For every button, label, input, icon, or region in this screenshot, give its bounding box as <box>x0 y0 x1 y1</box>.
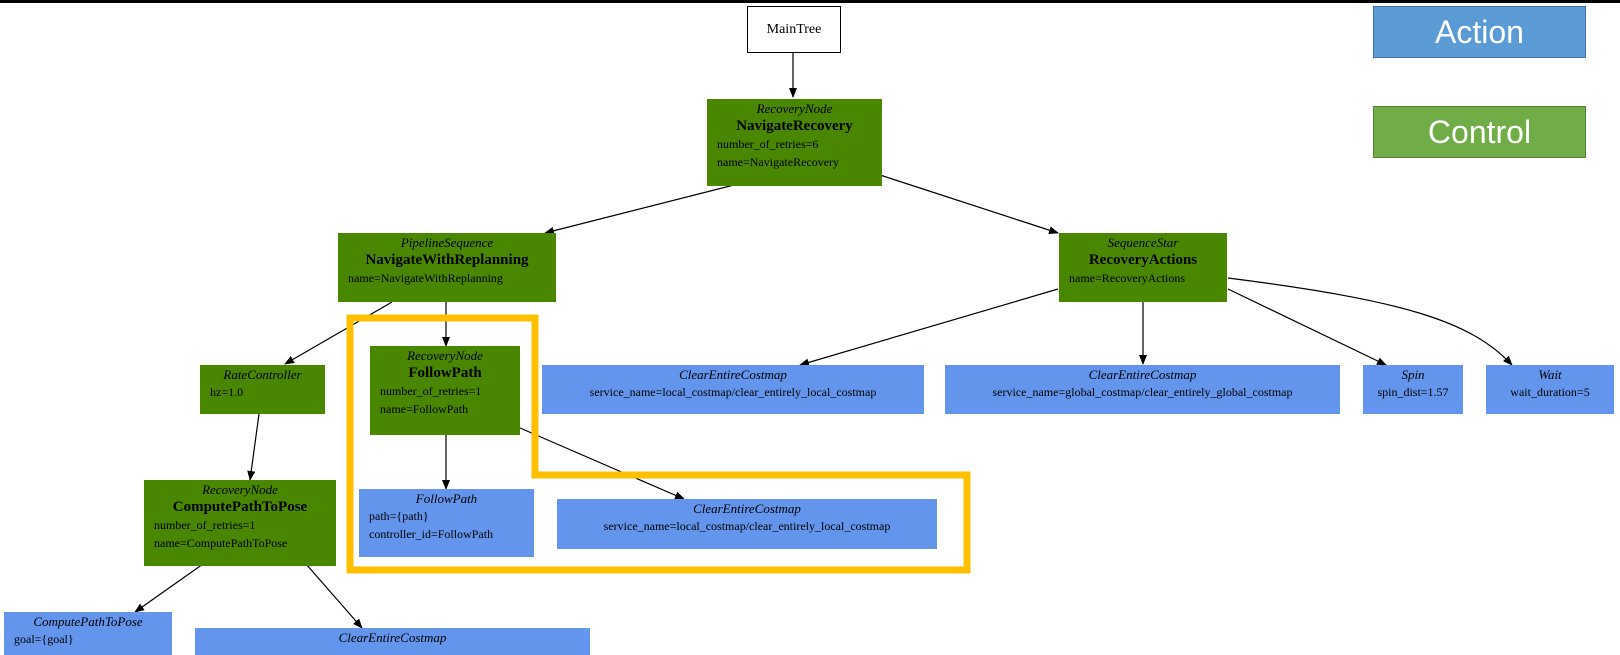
node-clear-local-followpath: ClearEntireCostmap service_name=local_co… <box>557 499 937 549</box>
node-attr: wait_duration=5 <box>1510 385 1590 399</box>
edge-navigaterecovery-recoveryactions <box>879 174 1059 235</box>
legend-control: Control <box>1373 106 1586 158</box>
node-followpath-action: FollowPath path={path} controller_id=Fol… <box>359 489 534 557</box>
node-attr: name=FollowPath <box>380 402 469 416</box>
node-type: ClearEntireCostmap <box>338 630 447 645</box>
node-type: RateController <box>223 367 302 382</box>
node-attr: number_of_retries=6 <box>717 137 819 151</box>
edge-navigaterecovery-navigatewithreplanning <box>544 184 735 235</box>
node-attr: name=NavigateRecovery <box>717 155 840 169</box>
node-spin: Spin spin_dist=1.57 <box>1363 365 1463 414</box>
node-computepath-recovery: RecoveryNode ComputePathToPose number_of… <box>144 480 336 566</box>
node-wait: Wait wait_duration=5 <box>1486 365 1614 414</box>
top-border <box>0 0 1620 3</box>
node-attr: service_name=local_costmap/clear_entirel… <box>603 519 891 533</box>
node-attr: service_name=local_costmap/clear_entirel… <box>589 385 877 399</box>
node-attr: goal={goal} <box>14 632 74 646</box>
edge-ratecontroller-computepath <box>247 413 260 481</box>
edge-nwr-ratecontroller <box>284 301 393 365</box>
node-type: ComputePathToPose <box>33 614 143 629</box>
node-type: RecoveryNode <box>202 482 278 497</box>
node-clear-computepath: ClearEntireCostmap <box>195 628 590 655</box>
node-navigate-with-replanning: PipelineSequence NavigateWithReplanning … <box>338 233 556 302</box>
node-clear-local-recovery: ClearEntireCostmap service_name=local_co… <box>542 365 924 414</box>
node-type: ClearEntireCostmap <box>1088 367 1197 382</box>
node-recovery-actions: SequenceStar RecoveryActions name=Recove… <box>1059 233 1227 302</box>
node-attr: number_of_retries=1 <box>154 518 256 532</box>
node-attr: name=RecoveryActions <box>1069 271 1186 285</box>
node-name: NavigateRecovery <box>736 118 853 134</box>
node-rate-controller: RateController hz=1.0 <box>200 365 325 414</box>
node-type: SequenceStar <box>1107 235 1179 250</box>
node-attr: service_name=global_costmap/clear_entire… <box>992 385 1293 399</box>
node-followpath-recovery: RecoveryNode FollowPath number_of_retrie… <box>370 346 520 435</box>
edge-computepath-computepathaction <box>134 563 204 613</box>
node-attr: name=ComputePathToPose <box>154 536 288 550</box>
node-type: Spin <box>1401 367 1425 382</box>
node-attr: name=NavigateWithReplanning <box>348 271 503 285</box>
edge-recoveryactions-spin <box>1227 288 1387 366</box>
node-maintree-label: MainTree <box>766 21 822 37</box>
node-type: PipelineSequence <box>400 235 494 250</box>
node-name: NavigateWithReplanning <box>365 252 529 268</box>
node-attr: hz=1.0 <box>210 385 244 399</box>
edge-computepath-clearcp <box>305 563 363 629</box>
edge-recoveryactions-clearlocal <box>799 288 1059 367</box>
node-navigate-recovery: RecoveryNode NavigateRecovery number_of_… <box>707 99 882 186</box>
node-name: FollowPath <box>408 365 482 381</box>
node-type: RecoveryNode <box>407 348 483 363</box>
node-clear-global-recovery: ClearEntireCostmap service_name=global_c… <box>945 365 1340 414</box>
node-computepath-action: ComputePathToPose goal={goal} <box>4 612 172 655</box>
node-attr: spin_dist=1.57 <box>1377 385 1449 399</box>
node-attr: number_of_retries=1 <box>380 384 482 398</box>
node-name: ComputePathToPose <box>172 499 308 515</box>
node-name: RecoveryActions <box>1088 252 1198 268</box>
node-maintree: MainTree <box>747 6 841 53</box>
node-type: FollowPath <box>415 491 478 506</box>
node-attr: path={path} <box>369 509 429 523</box>
node-type: ClearEntireCostmap <box>679 367 787 382</box>
node-type: Wait <box>1538 367 1562 382</box>
node-type: ClearEntireCostmap <box>693 501 801 516</box>
edge-followpath-clearlocal <box>519 427 685 500</box>
legend-action: Action <box>1373 6 1586 58</box>
edge-recoveryactions-wait <box>1227 277 1513 366</box>
node-type: RecoveryNode <box>756 101 833 116</box>
node-attr: controller_id=FollowPath <box>369 527 494 541</box>
